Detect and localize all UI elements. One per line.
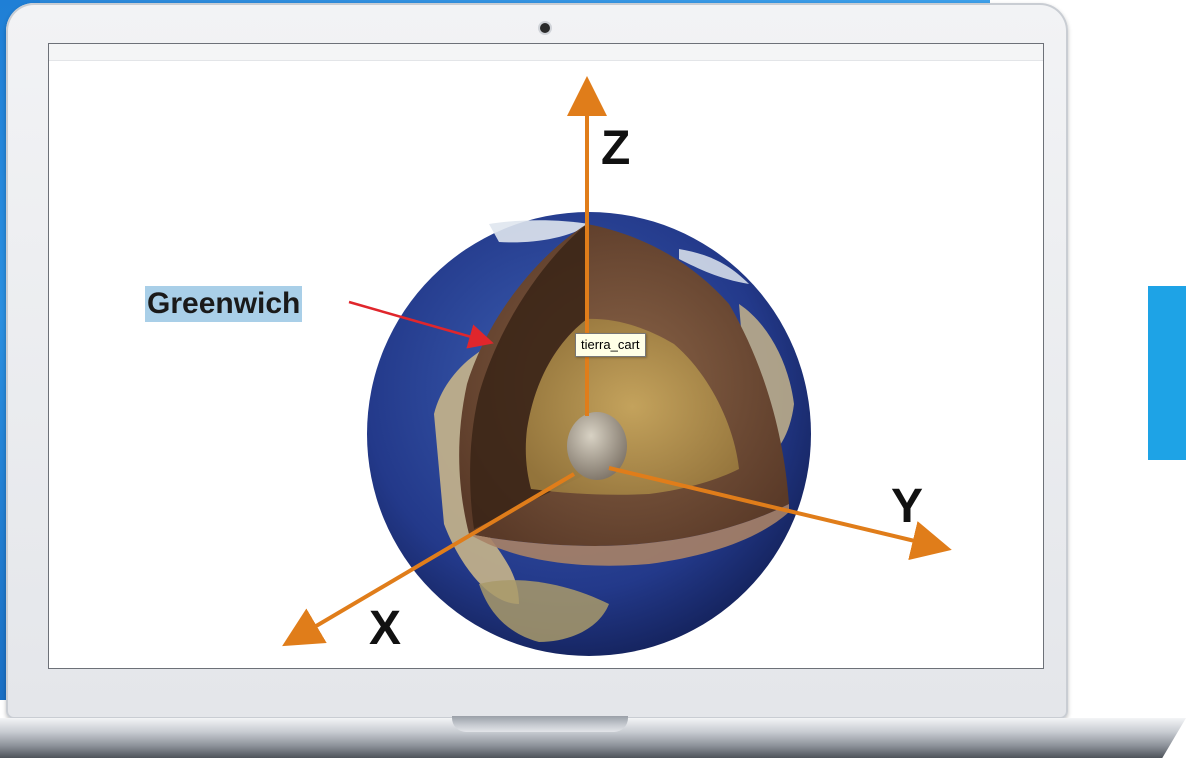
x-axis-label: X [369, 602, 402, 655]
x-axis-arrow [282, 472, 576, 647]
side-accent-panel [1148, 286, 1186, 460]
earth-cutaway [459, 224, 789, 566]
y-axis-arrow [608, 466, 952, 561]
earth-coordinate-diagram [282, 76, 952, 656]
object-name-tooltip: tierra_cart [575, 333, 646, 357]
webcam-icon [540, 23, 550, 33]
laptop-hinge-notch [452, 716, 628, 732]
coordinate-axes [282, 76, 952, 647]
laptop-lid: Greenwich Z Y X tierra_cart [6, 3, 1068, 719]
greenwich-label: Greenwich [145, 286, 303, 322]
greenwich-pointer-arrow [348, 300, 494, 349]
laptop-screen: Greenwich Z Y X tierra_cart [48, 43, 1044, 669]
z-axis-label: Z [601, 122, 631, 175]
screen-top-bar [49, 44, 1043, 61]
y-axis-label: Y [891, 480, 924, 533]
